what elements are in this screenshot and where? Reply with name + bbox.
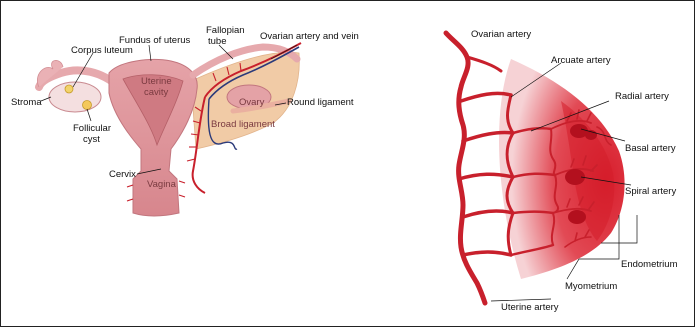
label-radial-artery: Radial artery [615, 91, 669, 102]
corpus-luteum-shape [65, 85, 73, 93]
label-uterine-cavity-1: Uterine [141, 76, 172, 87]
label-spiral-artery: Spiral artery [625, 186, 676, 197]
label-fundus-of-uterus: Fundus of uterus [119, 35, 191, 46]
label-fallopian-tube-1: Fallopian [206, 25, 245, 36]
label-ovarian-artery: Ovarian artery [471, 29, 531, 40]
label-broad-ligament: Broad ligament [211, 119, 275, 130]
label-arcuate-artery: Arcuate artery [551, 55, 611, 66]
label-corpus-luteum: Corpus luteum [71, 45, 133, 56]
label-basal-artery: Basal artery [625, 143, 676, 154]
label-follicular-cyst-1: Follicular [73, 123, 111, 134]
label-cervix: Cervix [109, 169, 136, 180]
label-endometrium: Endometrium [621, 259, 678, 270]
left-ovary [49, 82, 101, 112]
label-fallopian-tube-2: tube [208, 36, 227, 47]
ovarian-artery-trunk [446, 33, 485, 303]
arteries-diagram: Ovarian artery Arcuate artery Radial art… [446, 29, 678, 313]
label-ovarian-artery-and-vein: Ovarian artery and vein [260, 31, 359, 42]
label-round-ligament: Round ligament [287, 97, 354, 108]
label-stroma: Stroma [11, 97, 42, 108]
label-uterine-artery: Uterine artery [501, 302, 559, 313]
label-vagina: Vagina [147, 179, 177, 190]
label-follicular-cyst-2: cyst [83, 134, 100, 145]
uterus-diagram: Corpus luteum Fundus of uterus Fallopian… [11, 25, 359, 216]
label-myometrium: Myometrium [565, 281, 617, 292]
label-uterine-cavity-2: cavity [144, 87, 169, 98]
label-ovary: Ovary [239, 97, 265, 108]
follicular-cyst-shape [83, 101, 92, 110]
